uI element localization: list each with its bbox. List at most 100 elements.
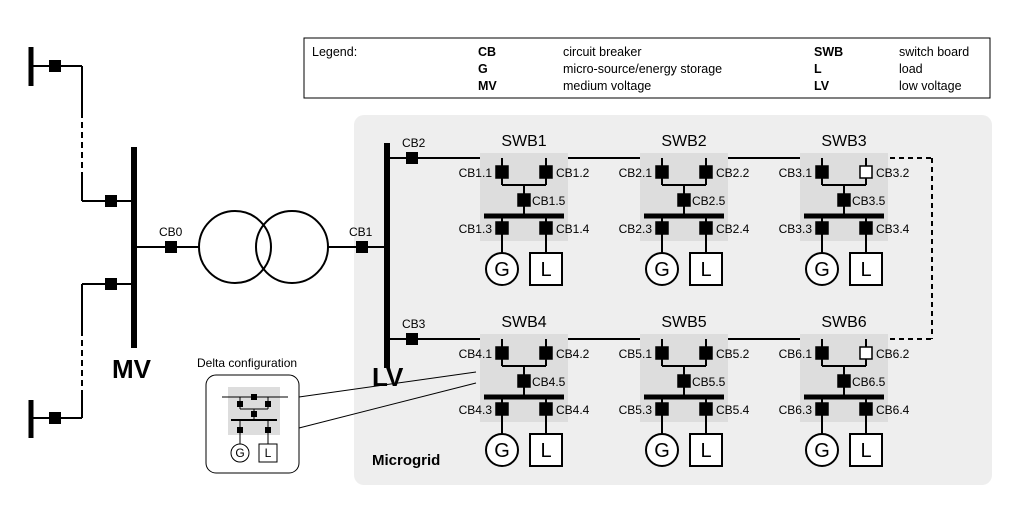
breaker-cb5-3-label: CB5.3 xyxy=(619,403,653,417)
breaker-cb1-4-label: CB1.4 xyxy=(556,222,590,236)
breaker-cb4-4-label: CB4.4 xyxy=(556,403,590,417)
breaker-cb0-label: CB0 xyxy=(159,225,183,239)
breaker-cb4-5-label: CB4.5 xyxy=(532,375,566,389)
breaker-cb2-4-label: CB2.4 xyxy=(716,222,750,236)
breaker-cb1-1-label: CB1.1 xyxy=(459,166,493,180)
breaker-cb1-5 xyxy=(517,193,531,207)
breaker-cb3-label: CB3 xyxy=(402,317,426,331)
breaker-cb2 xyxy=(406,152,418,164)
breaker-cb3-3 xyxy=(815,221,829,235)
swb6-label: SWB6 xyxy=(821,314,866,331)
breaker-cb3-3-label: CB3.3 xyxy=(779,222,813,236)
breaker-cb5-1-label: CB5.1 xyxy=(619,347,653,361)
legend-abbr-l: L xyxy=(814,62,822,76)
swb3-generator-letter: G xyxy=(814,259,830,281)
breaker-cb5-5-label: CB5.5 xyxy=(692,375,726,389)
swb4-generator-letter: G xyxy=(494,440,510,462)
delta-generator-symbol xyxy=(230,443,250,463)
swb3-load-letter: L xyxy=(860,259,871,281)
breaker-cb1-label: CB1 xyxy=(349,225,373,239)
breaker-cb6-1 xyxy=(815,346,829,360)
breaker-cb6-5-label: CB6.5 xyxy=(852,375,886,389)
swb6-generator-letter: G xyxy=(814,440,830,462)
delta-load-letter: L xyxy=(265,446,272,460)
swb5-load-letter: L xyxy=(700,440,711,462)
breaker-cb3-5 xyxy=(837,193,851,207)
breaker-cb6-3-label: CB6.3 xyxy=(779,403,813,417)
breaker-cb6-2-label: CB6.2 xyxy=(876,347,910,361)
breaker-cb1-1 xyxy=(495,165,509,179)
swb6-load-letter: L xyxy=(860,440,871,462)
legend-abbr-cb: CB xyxy=(478,45,496,59)
breaker-cb1-4 xyxy=(539,221,553,235)
swb6-generator-symbol xyxy=(805,433,839,467)
mv-label: MV xyxy=(112,354,152,384)
breaker-cb4-4 xyxy=(539,402,553,416)
swb1-load-letter: L xyxy=(540,259,551,281)
breaker-cb1-5-label: CB1.5 xyxy=(532,194,566,208)
swb1-load-symbol xyxy=(529,252,563,286)
legend: Legend: CB circuit breaker G micro-sourc… xyxy=(303,37,991,99)
legend-desc-g: micro-source/energy storage xyxy=(563,62,722,76)
breaker-cb4-1-label: CB4.1 xyxy=(459,347,493,361)
delta-generator-letter: G xyxy=(235,446,244,460)
legend-abbr-lv: LV xyxy=(814,79,830,93)
delta-leader-lower xyxy=(298,382,477,429)
breaker-cb5-5 xyxy=(677,374,691,388)
breaker-cb3-1 xyxy=(815,165,829,179)
breaker-cb5-2 xyxy=(699,346,713,360)
breaker-cb1-2-label: CB1.2 xyxy=(556,166,590,180)
swb2-generator-letter: G xyxy=(654,259,670,281)
breaker-cb4-3-label: CB4.3 xyxy=(459,403,493,417)
swb2-load-symbol xyxy=(689,252,723,286)
legend-abbr-mv: MV xyxy=(478,79,497,93)
breaker-cb5-3 xyxy=(655,402,669,416)
breaker-cb3 xyxy=(406,333,418,345)
breaker-cb0 xyxy=(165,241,177,253)
swb6-load-symbol xyxy=(849,433,883,467)
swb5-generator-letter: G xyxy=(654,440,670,462)
breaker-cb4-2-label: CB4.2 xyxy=(556,347,590,361)
breaker-cb6-4 xyxy=(859,402,873,416)
breaker-cb3-5-label: CB3.5 xyxy=(852,194,886,208)
breaker-cb2-4 xyxy=(699,221,713,235)
microgrid-label: Microgrid xyxy=(372,452,440,469)
breaker-cb2-5-label: CB2.5 xyxy=(692,194,726,208)
breaker-cb2-label: CB2 xyxy=(402,136,426,150)
swb4-load-letter: L xyxy=(540,440,551,462)
swb2-load-letter: L xyxy=(700,259,711,281)
breaker-cb4-5 xyxy=(517,374,531,388)
breaker-cb4-3 xyxy=(495,402,509,416)
delta-callout: Delta configuration G L xyxy=(197,356,477,474)
swb3-label: SWB3 xyxy=(821,133,866,150)
legend-desc-mv: medium voltage xyxy=(563,79,651,93)
legend-desc-l: load xyxy=(899,62,923,76)
breaker-cb3-4 xyxy=(859,221,873,235)
breaker-cb2-2-label: CB2.2 xyxy=(716,166,750,180)
legend-desc-cb: circuit breaker xyxy=(563,45,642,59)
breaker-cb4-2 xyxy=(539,346,553,360)
breaker-cb6-1-label: CB6.1 xyxy=(779,347,813,361)
breaker-cb6-3 xyxy=(815,402,829,416)
breaker-cb1 xyxy=(356,241,368,253)
swb4-load-symbol xyxy=(529,433,563,467)
feeder-breaker-top xyxy=(49,60,61,72)
breaker-cb4-1 xyxy=(495,346,509,360)
breaker-cb3-2-label: CB3.2 xyxy=(876,166,910,180)
breaker-cb2-1 xyxy=(655,165,669,179)
swb2-generator-symbol xyxy=(645,252,679,286)
swb3-generator-symbol xyxy=(805,252,839,286)
swb1-generator-symbol xyxy=(485,252,519,286)
legend-abbr-swb: SWB xyxy=(814,45,843,59)
swb1-generator-letter: G xyxy=(494,259,510,281)
breaker-cb3-4-label: CB3.4 xyxy=(876,222,910,236)
legend-desc-lv: low voltage xyxy=(899,79,962,93)
swb2-label: SWB2 xyxy=(661,133,706,150)
breaker-cb1-3-label: CB1.3 xyxy=(459,222,493,236)
swb5-load-symbol xyxy=(689,433,723,467)
swb4-label: SWB4 xyxy=(501,314,546,331)
breaker-cb6-4-label: CB6.4 xyxy=(876,403,910,417)
delta-leader-upper xyxy=(298,371,477,398)
